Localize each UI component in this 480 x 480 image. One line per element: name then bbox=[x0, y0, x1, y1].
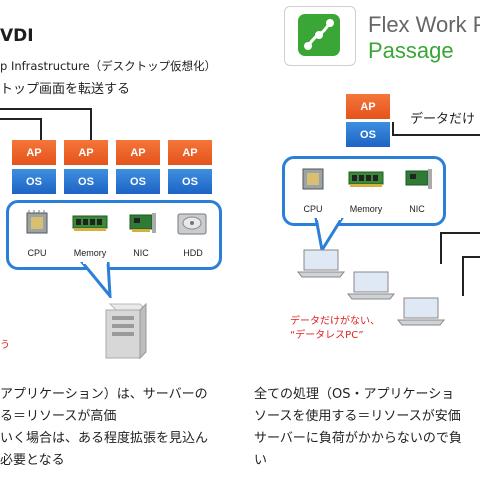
laptop-icon bbox=[346, 271, 396, 300]
connector-line bbox=[462, 256, 480, 258]
laptop-icon bbox=[296, 249, 346, 278]
laptop-icon bbox=[396, 297, 446, 326]
connector-line bbox=[90, 108, 92, 140]
hw-label-memory: Memory bbox=[73, 248, 107, 258]
right-desc-line-3: サーバーに負荷がかからないので負 bbox=[254, 431, 462, 446]
nic-icon bbox=[129, 213, 156, 233]
os-block-1: OS bbox=[12, 169, 56, 194]
right-desc-line-2: ソースを使用する＝リソースが安価 bbox=[254, 409, 461, 424]
connector-line bbox=[392, 134, 480, 136]
memory-icon bbox=[72, 215, 108, 231]
bubble-tail bbox=[314, 218, 344, 252]
hw-label-nic: NIC bbox=[133, 248, 149, 258]
data-only-label: データだけ bbox=[410, 112, 476, 127]
hw-label-cpu: CPU bbox=[27, 248, 47, 258]
red-note-line-1: データだけがない、 bbox=[290, 316, 380, 327]
hw-label-hdd: HDD bbox=[183, 248, 203, 258]
server-icon bbox=[105, 302, 148, 360]
cpu-icon bbox=[302, 168, 324, 190]
os-block-3: OS bbox=[116, 169, 160, 194]
cpu-icon bbox=[26, 210, 48, 234]
logo-box bbox=[284, 6, 356, 66]
ap-block-4: AP bbox=[168, 140, 212, 165]
left-desc-line-2: る＝リソースが高価 bbox=[0, 409, 117, 424]
connector-line bbox=[0, 108, 90, 110]
connector-line bbox=[392, 122, 394, 135]
os-block-right: OS bbox=[346, 122, 390, 147]
hdd-icon bbox=[177, 213, 207, 235]
os-block-2: OS bbox=[64, 169, 108, 194]
vdi-subtitle-2: トップ画面を転送する bbox=[0, 82, 131, 97]
connector-line bbox=[462, 256, 464, 296]
connector-line bbox=[40, 118, 42, 140]
hardware-bubble bbox=[6, 200, 222, 270]
ap-block-right: AP bbox=[346, 94, 390, 119]
logo-text-line-2: Passage bbox=[368, 38, 454, 63]
hw-label-nic-right: NIC bbox=[409, 204, 425, 214]
red-note-left: う bbox=[0, 340, 10, 351]
left-desc-line-3: いく場合は、ある程度拡張を見込ん bbox=[0, 431, 209, 446]
red-note-line-2: “データレスPC” bbox=[290, 330, 364, 341]
left-desc-line-1: アプリケーション）は、サーバーの bbox=[0, 387, 208, 402]
connector-line bbox=[440, 232, 442, 264]
flexwork-logo-icon bbox=[298, 14, 340, 56]
right-desc-line-1: 全ての処理（OS・アプリケーショ bbox=[254, 387, 455, 402]
ap-block-3: AP bbox=[116, 140, 160, 165]
bubble-tail bbox=[80, 262, 112, 298]
hw-label-memory-right: Memory bbox=[349, 204, 383, 214]
connector-line bbox=[0, 118, 40, 120]
ap-block-1: AP bbox=[12, 140, 56, 165]
connector-line bbox=[440, 232, 480, 234]
os-block-4: OS bbox=[168, 169, 212, 194]
left-desc-line-4: 必要となる bbox=[0, 453, 65, 468]
hw-label-cpu-right: CPU bbox=[303, 204, 323, 214]
vdi-subtitle: p Infrastructure（デスクトップ仮想化） bbox=[0, 59, 217, 73]
ap-block-2: AP bbox=[64, 140, 108, 165]
hardware-bubble-right bbox=[282, 156, 446, 226]
right-desc-line-4: い bbox=[254, 453, 268, 468]
memory-icon bbox=[348, 171, 384, 187]
logo-text-line-1: Flex Work Pl bbox=[368, 12, 480, 37]
vdi-title: VDI bbox=[0, 26, 34, 46]
nic-icon bbox=[405, 169, 432, 189]
